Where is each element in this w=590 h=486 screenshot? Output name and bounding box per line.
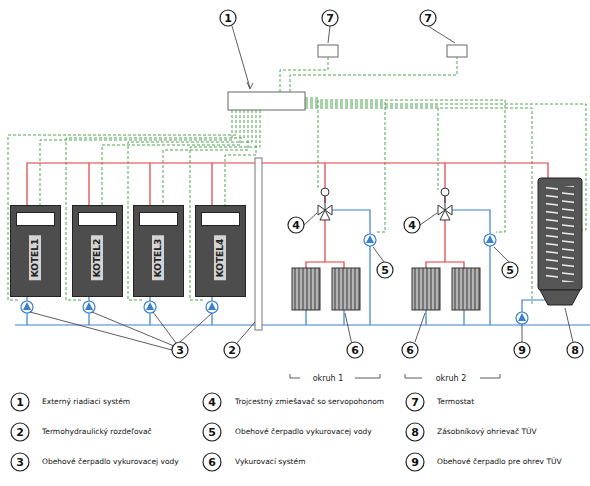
control-unit	[228, 92, 305, 110]
legend-text: Vykurovací systém	[235, 458, 393, 467]
callout-circle	[514, 342, 530, 358]
callout-circle	[502, 262, 518, 278]
legend-text: Zásobníkový ohrievač TÚV	[437, 428, 582, 437]
callout-number: 4	[408, 219, 416, 232]
callout-circle	[288, 217, 304, 233]
pump-symbol	[484, 234, 496, 246]
boiler-box: KOTEL2	[72, 205, 123, 297]
pump-symbol	[21, 301, 33, 313]
callout-circle	[203, 393, 221, 411]
callout-number: 7	[424, 12, 432, 25]
boiler-label: KOTEL4	[214, 236, 226, 281]
boiler-label: KOTEL1	[29, 236, 41, 281]
callout-circle	[322, 10, 338, 26]
callout-circle	[377, 262, 393, 278]
boiler-box: KOTEL3	[133, 205, 184, 297]
callout-circle	[420, 10, 436, 26]
pump-arrow	[23, 302, 31, 310]
callout-circle	[406, 453, 424, 471]
callout-number: 4	[292, 219, 300, 232]
callout-number: 2	[228, 344, 236, 357]
pump-symbol	[83, 301, 95, 313]
pump-arrow	[518, 313, 526, 321]
callout-circle	[406, 423, 424, 441]
thermostat	[318, 45, 338, 57]
boiler-box: KOTEL4	[195, 205, 246, 297]
pump-symbol	[364, 234, 376, 246]
circuit-label: okruh 1	[311, 374, 346, 383]
callout-circle	[406, 393, 424, 411]
pump-symbol	[144, 301, 156, 313]
pump-arrow	[146, 302, 154, 310]
legend-text: Trojcestný zmiešavač so servopohonom	[235, 398, 393, 407]
callout-circle	[203, 453, 221, 471]
callout-number: 2	[16, 426, 24, 439]
thermostat	[447, 45, 467, 57]
boiler-box: KOTEL1	[10, 205, 61, 297]
callout-number: 7	[326, 12, 334, 25]
callout-number: 8	[571, 344, 579, 357]
pump-arrow	[366, 235, 374, 243]
callout-circle	[203, 423, 221, 441]
circuit-label: okruh 2	[434, 374, 469, 383]
boiler-label: KOTEL2	[91, 236, 103, 281]
callout-number: 5	[208, 426, 216, 439]
callout-number: 9	[518, 344, 526, 357]
valves	[318, 188, 452, 220]
callout-number: 6	[406, 344, 414, 357]
legend-text: Termostat	[437, 398, 582, 407]
pump-arrow	[208, 302, 216, 310]
pumps	[21, 234, 528, 324]
leader-lines	[30, 26, 573, 378]
callout-circle	[224, 342, 240, 358]
callout-circle	[567, 342, 583, 358]
callout-circle	[11, 393, 29, 411]
pump-symbol	[516, 312, 528, 324]
pump-arrow	[486, 235, 494, 243]
callout-number: 3	[16, 456, 24, 469]
callout-circle	[172, 342, 188, 358]
callout-circle	[404, 217, 420, 233]
hydraulic-separator	[255, 158, 262, 330]
legend-text: Obehové čerpadlo pre ohrev TÚV	[437, 458, 582, 467]
legend-text: Externý riadiaci systém	[42, 398, 200, 407]
legend-text: Termohydraulický rozdeľovač	[42, 428, 200, 437]
pump-symbol	[206, 301, 218, 313]
callout-number: 1	[224, 12, 232, 25]
callout-circle	[220, 10, 236, 26]
pump-arrow	[85, 302, 93, 310]
callout-number: 5	[381, 264, 389, 277]
callout-circle	[347, 342, 363, 358]
callout-circle	[402, 342, 418, 358]
callout-number: 1	[16, 396, 24, 409]
boiler-label: KOTEL3	[152, 236, 164, 281]
callout-number: 5	[506, 264, 514, 277]
legend-text: Obehové čerpadlo vykurovacej vody	[235, 428, 393, 437]
callout-number: 3	[176, 344, 184, 357]
callout-number: 8	[411, 426, 419, 439]
callout-number: 4	[208, 396, 216, 409]
callout-circles	[11, 10, 583, 471]
callout-number: 6	[351, 344, 359, 357]
callout-number: 7	[411, 396, 419, 409]
callout-circle	[11, 453, 29, 471]
callout-circle	[11, 423, 29, 441]
callout-number: 6	[208, 456, 216, 469]
tank	[538, 178, 582, 305]
callout-number: 9	[411, 456, 419, 469]
legend-text: Obehové čerpadlo vykurovacej vody	[42, 458, 200, 467]
